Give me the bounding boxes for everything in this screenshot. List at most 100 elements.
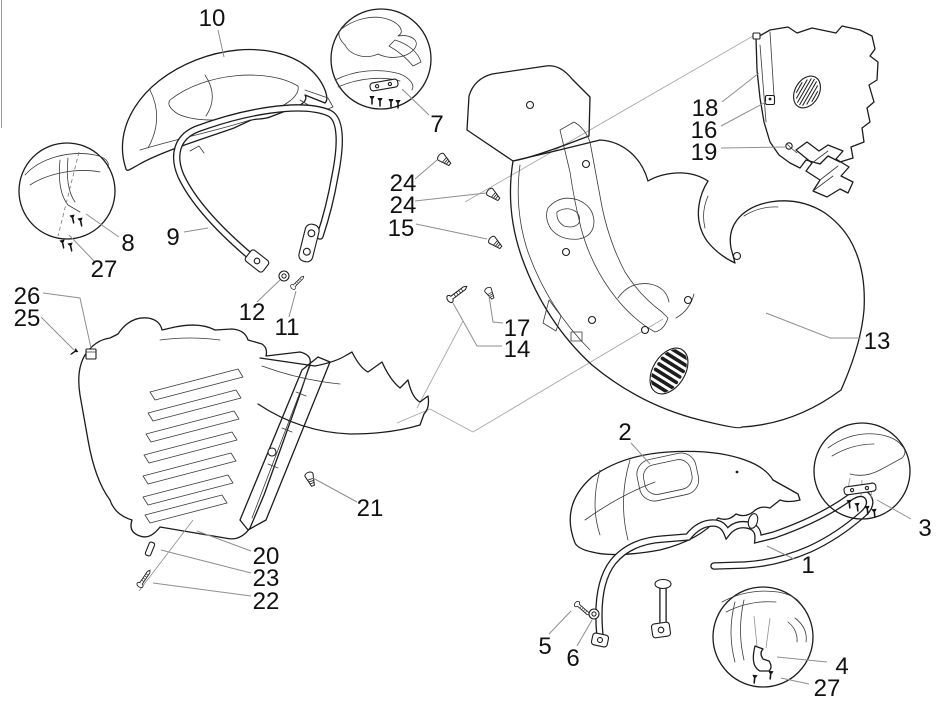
leader-10 (217, 29, 225, 58)
detail-tube-segment (58, 157, 81, 213)
clip-16 (764, 94, 776, 106)
screw-17 (483, 285, 497, 301)
leader-21 (312, 477, 358, 503)
leader-14 (452, 302, 502, 347)
screw-24a (435, 151, 454, 169)
leader-25 (40, 316, 75, 351)
detail-circle-right-3 (813, 422, 911, 520)
detail-fender-tip (827, 433, 906, 476)
callout-6: 6 (566, 645, 579, 672)
wheelhouse-detail-lines (159, 337, 341, 385)
leader-11 (288, 290, 297, 318)
detail-fender-edge (24, 153, 109, 186)
mudguard13-inner-edges (517, 164, 779, 351)
clip-26 (85, 348, 97, 360)
fastener-axis-line (138, 519, 194, 592)
leader-8 (85, 213, 120, 238)
screw-icon (846, 499, 853, 510)
tube1-collar (654, 578, 672, 590)
channel-strip-hole (267, 447, 277, 457)
leader-24b (414, 192, 487, 202)
leader-5 (548, 610, 572, 635)
callout-24-b: 24 (390, 192, 417, 219)
leader-16 (720, 101, 767, 127)
mudguard13-finger-arcs (617, 283, 695, 319)
mudguard13-vent (646, 345, 692, 396)
screw-19 (785, 142, 798, 154)
leader-1 (766, 545, 795, 560)
reference-lines (396, 35, 754, 433)
leader-17 (488, 295, 504, 324)
fender10-notch (189, 145, 205, 154)
wheelhouse-outline (78, 317, 311, 540)
reference-line (396, 408, 474, 433)
callout-1: 1 (801, 552, 814, 579)
leader-24a (414, 159, 438, 180)
callout-10: 10 (199, 5, 226, 32)
fender2-opening (636, 452, 700, 502)
mudguard13-screw-holes (525, 100, 742, 335)
callout-25: 25 (14, 305, 41, 332)
reference-line (416, 320, 464, 409)
screw-15 (486, 234, 505, 252)
tube9-inner (174, 105, 342, 269)
callout-4: 4 (835, 653, 848, 680)
callout-24-a: 24 (390, 170, 417, 197)
screw-icon (59, 239, 67, 250)
tube1-inner (596, 490, 873, 639)
wheelhouse-channel-strip (239, 356, 331, 531)
detail-fender-edge (721, 590, 802, 613)
wheelhouse-duct (257, 351, 430, 435)
fender10-outline (121, 48, 328, 171)
callout-13: 13 (864, 328, 891, 355)
callout-9: 9 (166, 224, 179, 251)
detail-guide-lines (753, 615, 771, 649)
panel18-corner-clip (752, 32, 761, 40)
callout-16: 16 (691, 117, 718, 144)
detail-plate-3 (843, 482, 877, 496)
screw-icon (854, 502, 861, 513)
leader-23 (160, 549, 252, 574)
panel18-bracket-lines (811, 150, 839, 192)
callout-11: 11 (275, 314, 300, 341)
leader-7 (401, 88, 430, 116)
mudguard13-foot (542, 299, 562, 332)
screw-icon (67, 242, 75, 253)
callout-17: 17 (504, 315, 531, 342)
leader-18 (721, 72, 760, 103)
mudguard13-inner-strap (559, 121, 669, 333)
callout-18: 18 (692, 95, 719, 122)
screw-icon (77, 217, 85, 228)
mudguard13-keyhole (546, 197, 595, 240)
tube9-end-fitting (244, 249, 270, 273)
screw-icon (751, 674, 758, 685)
leader-27a (68, 234, 96, 263)
screw-icon (377, 98, 383, 108)
bolt-22 (135, 567, 154, 590)
callout-19: 19 (691, 139, 718, 166)
callout-2: 2 (618, 419, 631, 446)
screw-icon (69, 214, 77, 225)
fender2-creases (584, 459, 656, 541)
callout-5: 5 (538, 633, 551, 660)
inner-panel-18 (752, 25, 879, 198)
detail-hook-shape (388, 39, 422, 67)
spacer-23 (144, 541, 156, 557)
fender10-creases (139, 74, 251, 151)
detail-circle-top-middle (330, 8, 432, 110)
panel18-vent (793, 75, 821, 109)
panel18-inner-edges (759, 31, 775, 123)
callout-14: 14 (504, 336, 531, 363)
front-fender-support-1 (590, 489, 874, 648)
wheelhouse-assembly-20 (78, 317, 430, 592)
detail-tube-arcs (730, 599, 807, 663)
leader-20 (196, 530, 252, 552)
callout-7: 7 (430, 111, 443, 138)
callout-26: 26 (14, 283, 41, 310)
callout-22: 22 (253, 588, 280, 615)
detail-circle-outline (18, 142, 116, 240)
detail-centerline (57, 151, 80, 237)
reference-line (464, 35, 754, 203)
callout-15: 15 (388, 215, 415, 242)
